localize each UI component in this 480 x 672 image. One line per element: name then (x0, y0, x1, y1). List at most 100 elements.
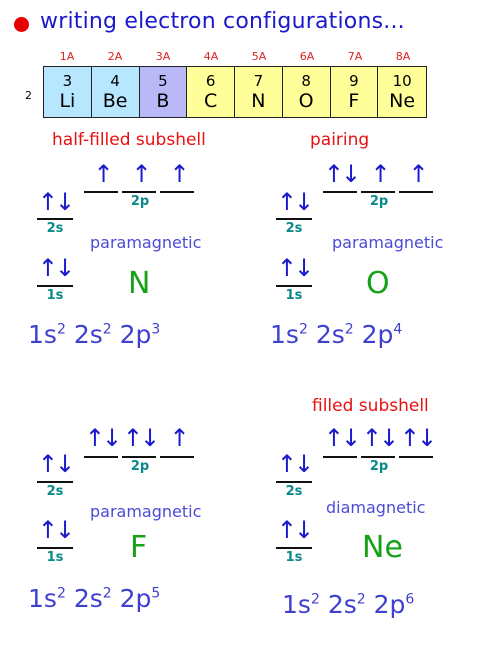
orbital-2p-line (84, 191, 118, 193)
orbital-2p-x-electrons: ↑↓ (323, 160, 361, 188)
group-label-6a: 6A (299, 50, 315, 63)
config-ne: 1s2 2s2 2p6 (282, 590, 414, 619)
group-label-3a: 3A (155, 50, 171, 63)
element-cell-ne: 10 Ne (378, 67, 426, 117)
note-pairing: pairing (310, 130, 370, 150)
group-label-8a: 8A (395, 50, 411, 63)
group-label-7a: 7A (347, 50, 363, 63)
element-label-ne: Ne (362, 530, 403, 565)
orbital-2p-line (323, 191, 357, 193)
orbital-2p-line (361, 456, 395, 458)
orbital-2s-electrons: ↑↓ (276, 450, 314, 478)
group-label-5a: 5A (251, 50, 267, 63)
config-o: 1s2 2s2 2p4 (270, 320, 402, 349)
period-label: 2 (25, 89, 32, 102)
atomic-number: 7 (253, 71, 264, 90)
element-cell-b: 5 B (139, 67, 188, 117)
element-symbol: B (156, 89, 170, 112)
atomic-number: 5 (158, 71, 168, 90)
label-2s: 2s (285, 484, 303, 499)
orbital-2p-line (399, 191, 433, 193)
orbital-2p-line (84, 456, 118, 458)
element-cell-be: 4 Be (91, 67, 140, 117)
orbital-2p-line (122, 456, 156, 458)
label-2s: 2s (285, 221, 303, 236)
orbital-2p-line (122, 191, 156, 193)
note-filled-subshell: filled subshell (312, 396, 429, 416)
orbital-2p-x-electrons: ↑↓ (84, 424, 122, 452)
config-exponent: 6 (405, 591, 415, 608)
orbital-1s-line (276, 285, 312, 287)
orbital-1s-electrons: ↑↓ (37, 254, 75, 282)
orbital-2s-line (276, 218, 312, 220)
page-title: writing electron configurations... (40, 9, 405, 34)
atomic-number: 6 (205, 71, 216, 90)
config-exponent: 2 (344, 321, 354, 338)
orbital-1s-electrons: ↑↓ (276, 254, 314, 282)
config-term: 1s (270, 320, 299, 349)
orbital-2s-line (276, 481, 312, 483)
orbital-2s-line (37, 218, 73, 220)
element-symbol: Li (59, 89, 76, 112)
orbital-2p-line (361, 191, 395, 193)
label-2p: 2p (130, 194, 150, 209)
config-f: 1s2 2s2 2p5 (28, 584, 160, 613)
orbital-2p-z-electrons: ↑↓ (399, 424, 437, 452)
element-cell-n: 7 N (235, 67, 283, 117)
config-exponent: 5 (151, 585, 161, 602)
orbital-2p-x-electrons: ↑ (93, 160, 113, 188)
orbital-1s-electrons: ↑↓ (37, 516, 75, 544)
element-label-f: F (130, 530, 148, 565)
element-cell-c: 6 C (187, 67, 235, 117)
label-1s: 1s (285, 550, 303, 565)
element-cell-li: 3 Li (44, 67, 92, 117)
label-1s: 1s (46, 288, 64, 303)
config-exponent: 2 (56, 321, 66, 338)
label-1s: 1s (46, 550, 64, 565)
group-label-1a: 1A (59, 50, 75, 63)
config-term: 2s (73, 584, 103, 613)
label-2s: 2s (46, 484, 64, 499)
config-term: 2p (119, 584, 152, 613)
group-label-2a: 2A (107, 50, 123, 63)
orbital-2p-z-electrons: ↑ (408, 160, 428, 188)
config-exponent: 2 (102, 321, 112, 338)
config-exponent: 2 (356, 591, 366, 608)
group-label-4a: 4A (203, 50, 219, 63)
orbital-2p-z-electrons: ↑ (169, 160, 189, 188)
config-exponent: 2 (310, 591, 320, 608)
config-term: 1s (28, 584, 57, 613)
atomic-number: 4 (110, 71, 120, 90)
label-2s: 2s (46, 221, 64, 236)
label-1s: 1s (285, 288, 303, 303)
element-symbol: O (298, 89, 314, 112)
orbital-2p-y-electrons: ↑↓ (361, 424, 399, 452)
orbital-2p-y-electrons: ↑ (131, 160, 151, 188)
element-symbol: N (251, 89, 266, 112)
orbital-1s-line (276, 547, 312, 549)
config-exponent: 4 (393, 321, 403, 338)
orbital-2p-x-electrons: ↑↓ (323, 424, 361, 452)
magnetism-label: paramagnetic (90, 233, 202, 252)
magnetism-label: diamagnetic (326, 498, 426, 517)
label-2p: 2p (130, 459, 150, 474)
orbital-2p-line (399, 456, 433, 458)
config-n: 1s2 2s2 2p3 (28, 320, 160, 349)
orbital-2s-electrons: ↑↓ (37, 188, 75, 216)
config-term: 2p (119, 320, 152, 349)
config-term: 2s (327, 590, 357, 619)
orbital-1s-line (37, 285, 73, 287)
config-exponent: 2 (298, 321, 308, 338)
magnetism-label: paramagnetic (90, 502, 202, 521)
element-symbol: C (203, 89, 218, 112)
orbital-2p-y-electrons: ↑ (370, 160, 390, 188)
atomic-number: 8 (301, 71, 311, 90)
config-term: 1s (28, 320, 57, 349)
atomic-number: 9 (349, 71, 359, 90)
orbital-2p-line (323, 456, 357, 458)
config-term: 2p (373, 590, 406, 619)
periodic-table-row: 3 Li 4 Be 5 B 6 C 7 N 8 O 9 F 10 Ne (43, 66, 427, 118)
orbital-2s-line (37, 481, 73, 483)
orbital-2p-y-electrons: ↑↓ (122, 424, 160, 452)
orbital-2p-z-electrons: ↑ (169, 424, 189, 452)
